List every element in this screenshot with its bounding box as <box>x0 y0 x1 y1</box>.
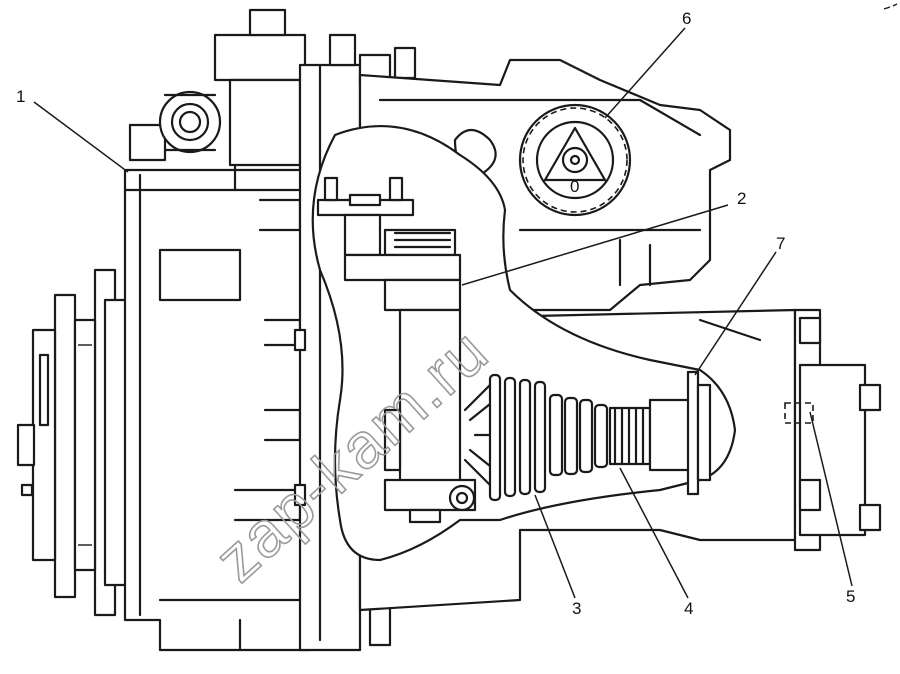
camshaft-end: 0 <box>518 103 632 217</box>
flyweight-assembly <box>316 176 462 312</box>
governor-spring <box>463 373 547 502</box>
callout-1: 1 <box>16 87 25 106</box>
callout-7: 7 <box>776 234 785 253</box>
callout-4: 4 <box>684 599 693 618</box>
governor-plunger <box>548 370 712 496</box>
fuel-fitting <box>128 8 307 167</box>
callout-3: 3 <box>572 599 581 618</box>
drive-coupling <box>16 268 129 617</box>
pump-housing <box>123 163 312 652</box>
callout-6: 6 <box>682 9 691 28</box>
leader-lines <box>33 27 853 599</box>
callout-5: 5 <box>846 587 855 606</box>
control-lever <box>383 308 477 524</box>
callout-labels: 1 2 3 4 5 6 7 <box>16 9 855 618</box>
callout-2: 2 <box>737 189 746 208</box>
corner-mark <box>883 3 898 10</box>
svg-text:0: 0 <box>570 177 579 196</box>
